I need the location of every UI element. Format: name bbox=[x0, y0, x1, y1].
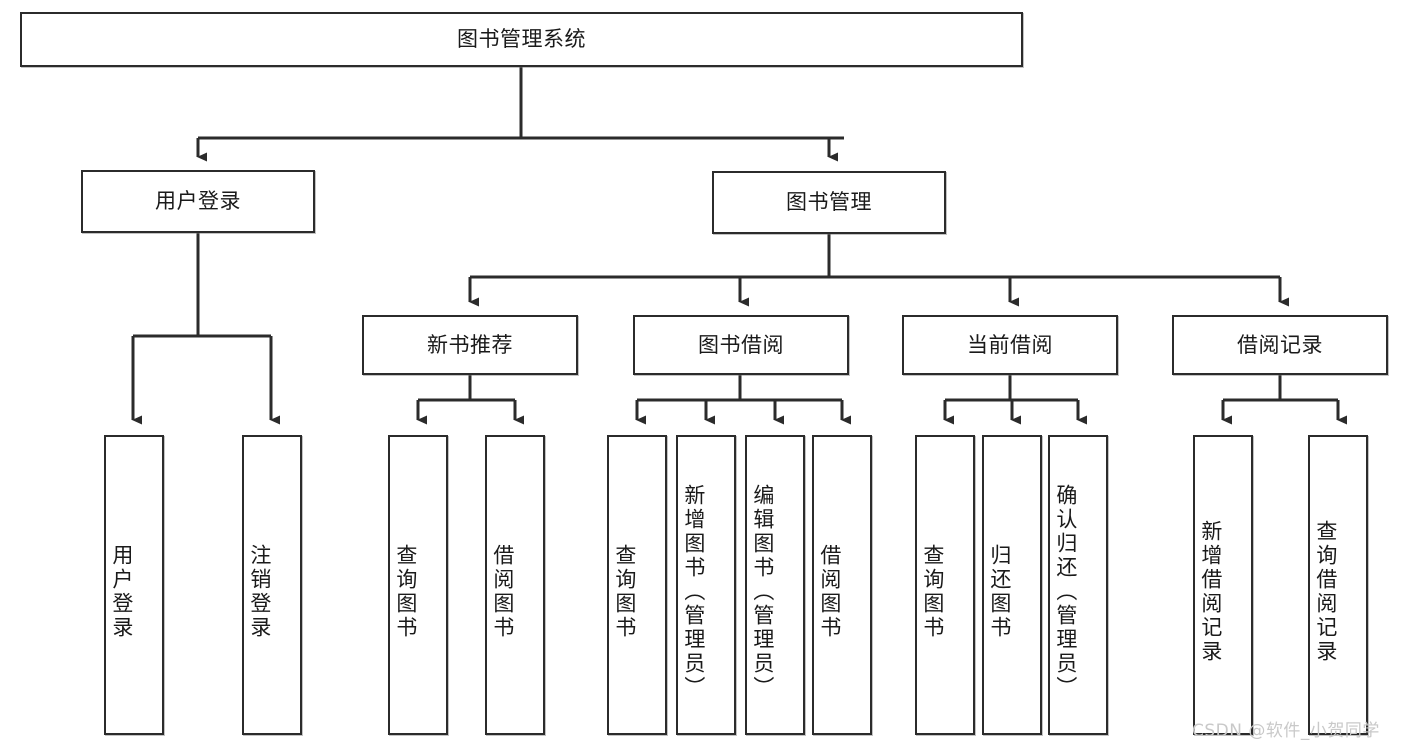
leaf-edit-book[interactable]: 编辑图书（管理员） bbox=[745, 435, 805, 735]
node-new-book-recommend-label: 新书推荐 bbox=[427, 332, 513, 357]
node-user-login-label: 用户登录 bbox=[155, 189, 241, 214]
leaf-add-book-label: 新增图书（管理员） bbox=[681, 484, 706, 700]
node-book-borrow-label: 图书借阅 bbox=[698, 332, 784, 357]
leaf-borrow-book-2[interactable]: 借阅图书 bbox=[812, 435, 872, 735]
node-new-book-recommend[interactable]: 新书推荐 bbox=[362, 315, 578, 375]
leaf-return-book-label: 归还图书 bbox=[987, 544, 1012, 640]
leaf-query-record-label: 查询借阅记录 bbox=[1313, 520, 1338, 664]
watermark: CSDN @软件_小贺同学 bbox=[1192, 721, 1380, 741]
leaf-query-book-1-label: 查询图书 bbox=[393, 544, 418, 640]
node-root-label: 图书管理系统 bbox=[457, 27, 586, 52]
node-book-borrow[interactable]: 图书借阅 bbox=[633, 315, 849, 375]
leaf-add-record-label: 新增借阅记录 bbox=[1198, 520, 1223, 664]
leaf-user-login[interactable]: 用户登录 bbox=[104, 435, 164, 735]
node-borrow-record[interactable]: 借阅记录 bbox=[1172, 315, 1388, 375]
leaf-return-book[interactable]: 归还图书 bbox=[982, 435, 1042, 735]
leaf-borrow-book-1[interactable]: 借阅图书 bbox=[485, 435, 545, 735]
node-user-login[interactable]: 用户登录 bbox=[81, 170, 315, 233]
leaf-logout-login-label: 注销登录 bbox=[247, 544, 272, 640]
node-current-borrow-label: 当前借阅 bbox=[967, 332, 1053, 357]
node-root[interactable]: 图书管理系统 bbox=[20, 12, 1023, 67]
leaf-borrow-book-2-label: 借阅图书 bbox=[817, 544, 842, 640]
leaf-query-book-2[interactable]: 查询图书 bbox=[607, 435, 667, 735]
leaf-user-login-label: 用户登录 bbox=[109, 544, 134, 640]
leaf-borrow-book-1-label: 借阅图书 bbox=[490, 544, 515, 640]
node-book-manage[interactable]: 图书管理 bbox=[712, 171, 946, 234]
leaf-add-book[interactable]: 新增图书（管理员） bbox=[676, 435, 736, 735]
leaf-edit-book-label: 编辑图书（管理员） bbox=[750, 484, 775, 700]
leaf-query-book-2-label: 查询图书 bbox=[612, 544, 637, 640]
leaf-query-book-3[interactable]: 查询图书 bbox=[915, 435, 975, 735]
leaf-query-record[interactable]: 查询借阅记录 bbox=[1308, 435, 1368, 735]
leaf-query-book-1[interactable]: 查询图书 bbox=[388, 435, 448, 735]
node-book-manage-label: 图书管理 bbox=[786, 190, 872, 215]
leaf-logout-login[interactable]: 注销登录 bbox=[242, 435, 302, 735]
leaf-confirm-return-label: 确认归还（管理员） bbox=[1053, 484, 1078, 700]
leaf-confirm-return[interactable]: 确认归还（管理员） bbox=[1048, 435, 1108, 735]
leaf-add-record[interactable]: 新增借阅记录 bbox=[1193, 435, 1253, 735]
node-current-borrow[interactable]: 当前借阅 bbox=[902, 315, 1118, 375]
node-borrow-record-label: 借阅记录 bbox=[1237, 332, 1323, 357]
leaf-query-book-3-label: 查询图书 bbox=[920, 544, 945, 640]
